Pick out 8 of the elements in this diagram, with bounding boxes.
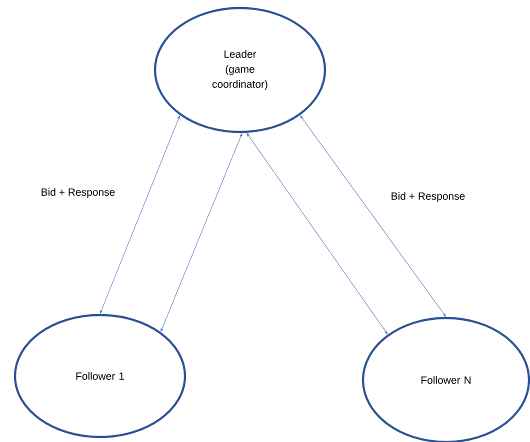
annotation-text: Bid + Response — [392, 192, 465, 202]
annotation-text: Bid + Response — [42, 188, 115, 198]
ellipse-node: Leader (game coordinator) — [154, 6, 326, 134]
double-arrow — [300, 116, 446, 317]
ellipse-node: Follower 1 — [14, 314, 186, 438]
double-arrow — [160, 133, 242, 332]
double-arrow — [100, 116, 180, 314]
double-arrow — [246, 133, 388, 334]
